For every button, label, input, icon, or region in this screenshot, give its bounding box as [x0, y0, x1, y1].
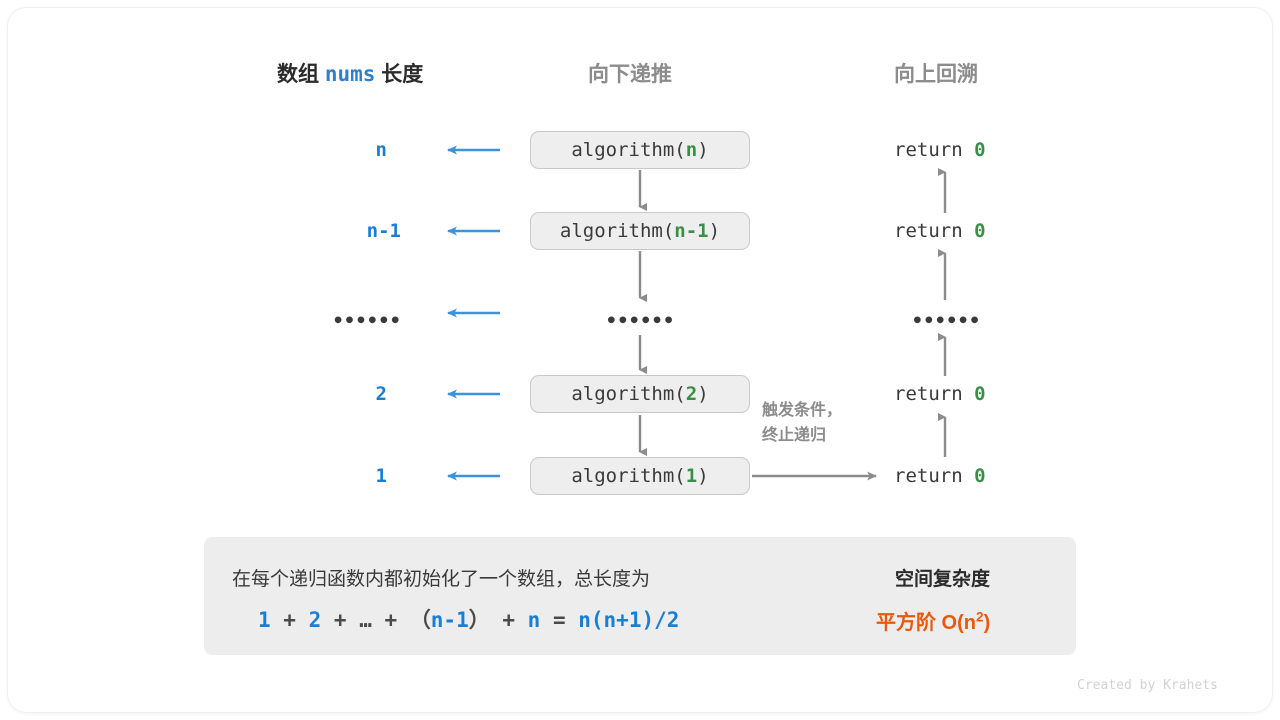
return-ellipsis-row-2: •••••• [911, 310, 981, 332]
return-keyword-row-1: return [894, 220, 975, 242]
summary-description: 在每个递归函数内都初始化了一个数组，总长度为 [232, 569, 651, 590]
call-prefix-row-1: algorithm( [559, 220, 675, 242]
size-label-row-3: 2 [375, 383, 387, 405]
summary-formula: 1 + 2 + … + （n-1） + n = n(n+1)/2 [258, 604, 679, 634]
summary-panel [204, 537, 1076, 655]
formula-token-10: n [527, 608, 541, 632]
call-box-row-4: algorithm(1) [530, 457, 750, 495]
header-array-suffix: 长度 [381, 63, 424, 86]
termination-note-line-2: 终止递归 [762, 426, 827, 444]
return-keyword-row-3: return [894, 383, 975, 405]
header-array-nums: nums [324, 62, 376, 86]
return-value-row-1: 0 [974, 220, 986, 242]
call-suffix-row-1: ) [708, 220, 721, 242]
space-complexity-exponent: 2 [976, 609, 984, 625]
size-label-row-4: 1 [375, 465, 387, 487]
return-label-row-4: return 0 [894, 465, 986, 487]
size-label-row-2: •••••• [332, 310, 401, 332]
return-keyword-row-4: return [894, 465, 975, 487]
formula-token-7: n-1 [430, 608, 469, 632]
formula-token-9: + [489, 608, 528, 632]
call-prefix-row-0: algorithm( [571, 139, 686, 161]
return-label-row-3: return 0 [894, 383, 986, 405]
call-arg-row-0: n [685, 139, 698, 161]
formula-token-4: … [359, 608, 372, 632]
formula-token-6: （ [409, 608, 431, 632]
call-prefix-row-3: algorithm( [571, 383, 686, 405]
header-array-length: 数组 nums 长度 [277, 58, 423, 88]
space-complexity-suffix: ) [983, 612, 991, 634]
size-label-row-1: n-1 [366, 220, 401, 242]
space-complexity-prefix: 平方阶 O(n [876, 612, 976, 634]
call-box-row-3: algorithm(2) [530, 375, 750, 413]
formula-token-11: = [540, 608, 579, 632]
header-upward: 向上回溯 [894, 63, 978, 86]
return-keyword-row-0: return [894, 139, 975, 161]
header-downward: 向下递推 [588, 63, 672, 86]
call-ellipsis-row-2: •••••• [605, 310, 675, 332]
header-array-prefix: 数组 [277, 63, 319, 86]
call-prefix-row-4: algorithm( [571, 465, 686, 487]
formula-token-1: + [270, 608, 309, 632]
termination-note-line-1: 触发条件， [762, 402, 843, 419]
formula-token-5: + [371, 608, 410, 632]
call-arg-row-3: 2 [685, 383, 698, 405]
call-box-row-1: algorithm(n-1) [530, 212, 750, 250]
formula-token-8: ） [468, 608, 490, 632]
return-label-row-0: return 0 [894, 139, 986, 161]
formula-token-3: + [321, 608, 360, 632]
call-suffix-row-0: ) [697, 139, 709, 161]
call-arg-row-4: 1 [685, 465, 698, 487]
return-value-row-3: 0 [974, 383, 986, 405]
formula-token-12: n(n+1)/2 [578, 608, 680, 632]
call-arg-row-1: n-1 [674, 220, 709, 242]
return-value-row-4: 0 [974, 465, 986, 487]
formula-token-0: 1 [258, 608, 271, 632]
space-complexity-title: 空间复杂度 [895, 569, 991, 590]
call-box-row-0: algorithm(n) [530, 131, 750, 169]
call-suffix-row-4: ) [697, 465, 709, 487]
call-suffix-row-3: ) [697, 383, 709, 405]
space-complexity-value: 平方阶 O(n2) [876, 606, 990, 635]
return-value-row-0: 0 [974, 139, 986, 161]
formula-token-2: 2 [308, 608, 322, 632]
return-label-row-1: return 0 [894, 220, 986, 242]
termination-note: 触发条件， 终止递归 [762, 399, 842, 449]
size-label-row-0: n [375, 139, 387, 161]
credit-text: Created by Krahets [1077, 678, 1218, 693]
